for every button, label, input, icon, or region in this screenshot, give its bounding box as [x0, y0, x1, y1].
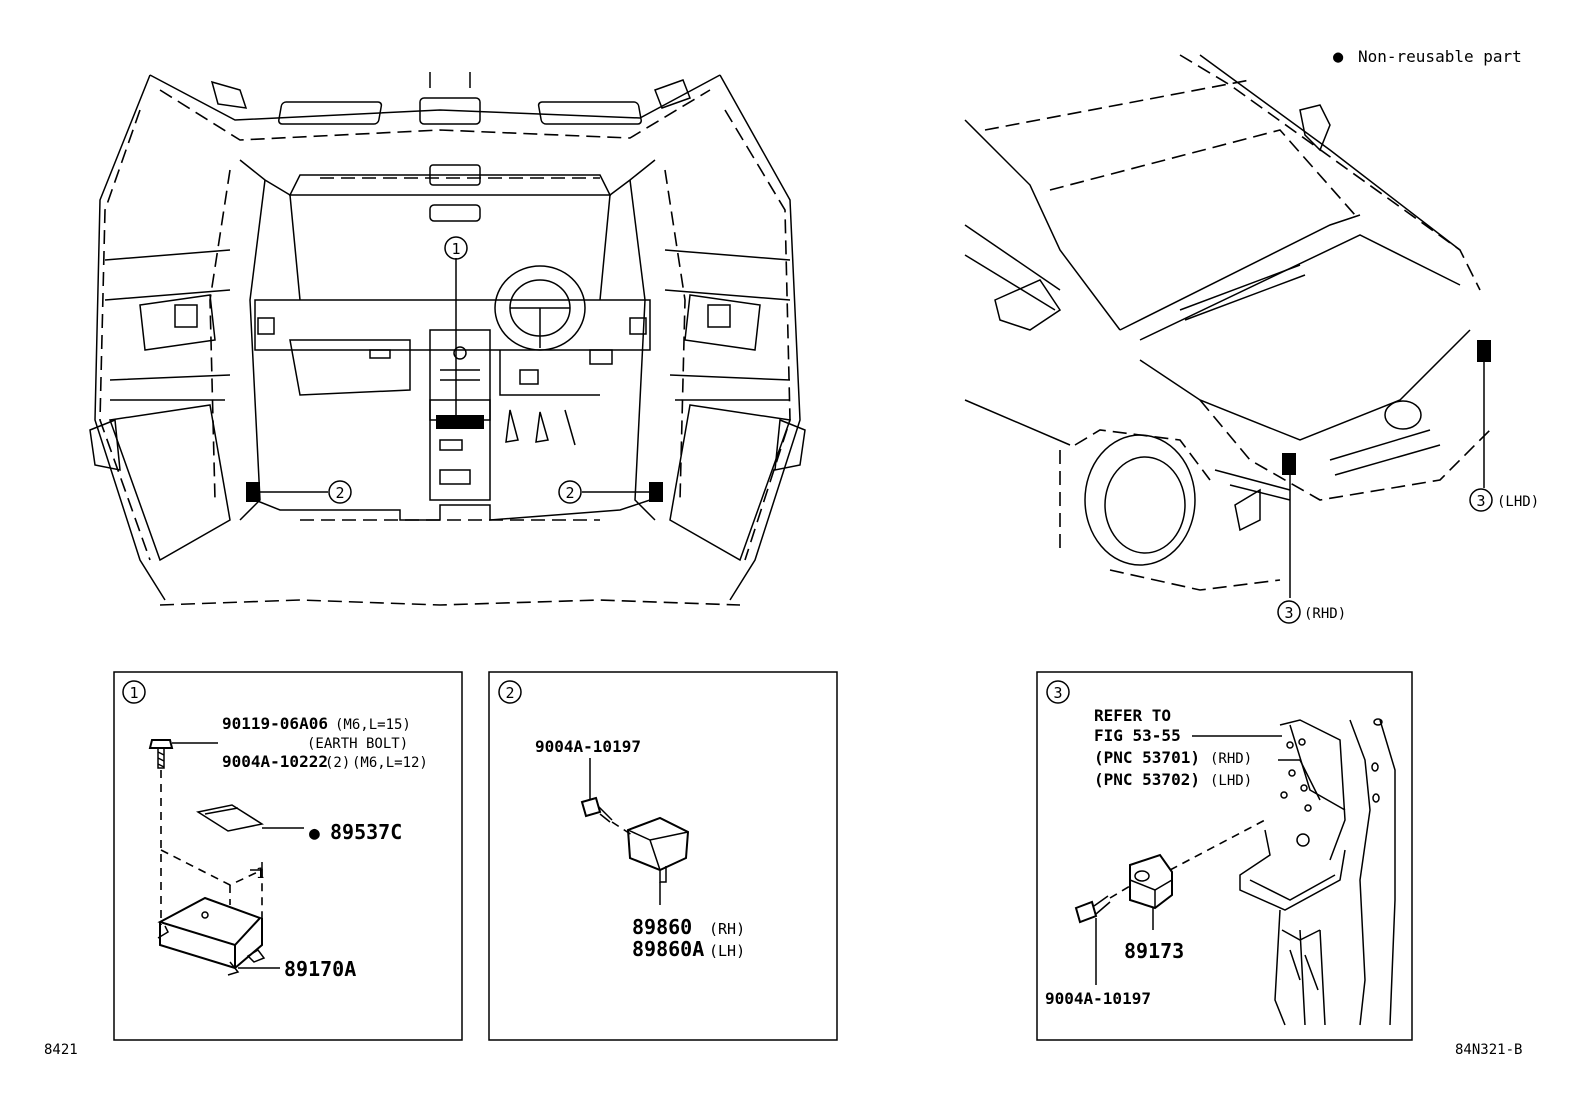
fig-ref: FIG 53-55 [1094, 726, 1181, 745]
interior-view: 1 2 2 [89, 72, 806, 606]
part-9004a-10222: 9004A-10222 [222, 752, 328, 771]
pnc-53702-side: (LHD) [1210, 773, 1252, 789]
panel-2-number: 2 [505, 684, 514, 702]
callout-2-right-label: 2 [565, 484, 574, 502]
callout-3-lhd-number: 3 [1476, 492, 1485, 510]
non-reusable-bullet: ● [1333, 47, 1344, 67]
callout-3-lhd-side: (LHD) [1497, 494, 1539, 510]
part-9004a-10197-p3: 9004A-10197 [1045, 989, 1151, 1008]
part-89860: 89860 [632, 915, 692, 939]
callout-1-label: 1 [451, 240, 460, 258]
panel-2: 2 9004A-10197 89860 (RH) 89860A (LH) [488, 671, 838, 1041]
panel-1: 1 90119-06A06 (M6,L=15) (EARTH BOLT) 900… [113, 671, 463, 1041]
part-90119-06a06: 90119-06A06 [222, 714, 328, 733]
part-89173: 89173 [1124, 939, 1184, 963]
footer-diagram-id: 84N321-B [1455, 1042, 1522, 1058]
part-89860-side: (RH) [709, 920, 745, 938]
footer-left-code: 8421 [44, 1042, 78, 1058]
part-9004a-10222-qty: (2) [325, 755, 350, 771]
legend-text: Non-reusable part [1358, 47, 1522, 66]
refer-to-line: REFER TO [1094, 706, 1171, 725]
part-9004a-10222-spec: (M6,L=12) [352, 755, 428, 771]
part-89860a-side: (LH) [709, 942, 745, 960]
pnc-53701-side: (RHD) [1210, 751, 1252, 767]
part-9004a-10197-p2: 9004A-10197 [535, 737, 641, 756]
earth-bolt-note: (EARTH BOLT) [307, 736, 408, 752]
part-89860a: 89860A [632, 937, 704, 961]
panel-3: 3 REFER TO FIG 53-55 (PNC 53701) (RHD) (… [1036, 671, 1413, 1041]
callout-3-rhd-number: 3 [1284, 604, 1293, 622]
exterior-view: 3 (RHD) 3 (LHD) [964, 54, 1539, 624]
legend: ● Non-reusable part [1333, 47, 1522, 67]
part-89537c: 89537C [330, 820, 402, 844]
part-89170a: 89170A [284, 957, 356, 981]
callout-2-left-label: 2 [335, 484, 344, 502]
pnc-53701: (PNC 53701) [1094, 748, 1200, 767]
panel-3-number: 3 [1053, 684, 1062, 702]
panel-1-number: 1 [129, 684, 138, 702]
leader-count: 1 [256, 866, 264, 882]
part-90119-06a06-spec: (M6,L=15) [335, 717, 411, 733]
pnc-53702: (PNC 53702) [1094, 770, 1200, 789]
callout-3-rhd-side: (RHD) [1304, 606, 1346, 622]
non-reusable-mark: ● [309, 823, 320, 844]
